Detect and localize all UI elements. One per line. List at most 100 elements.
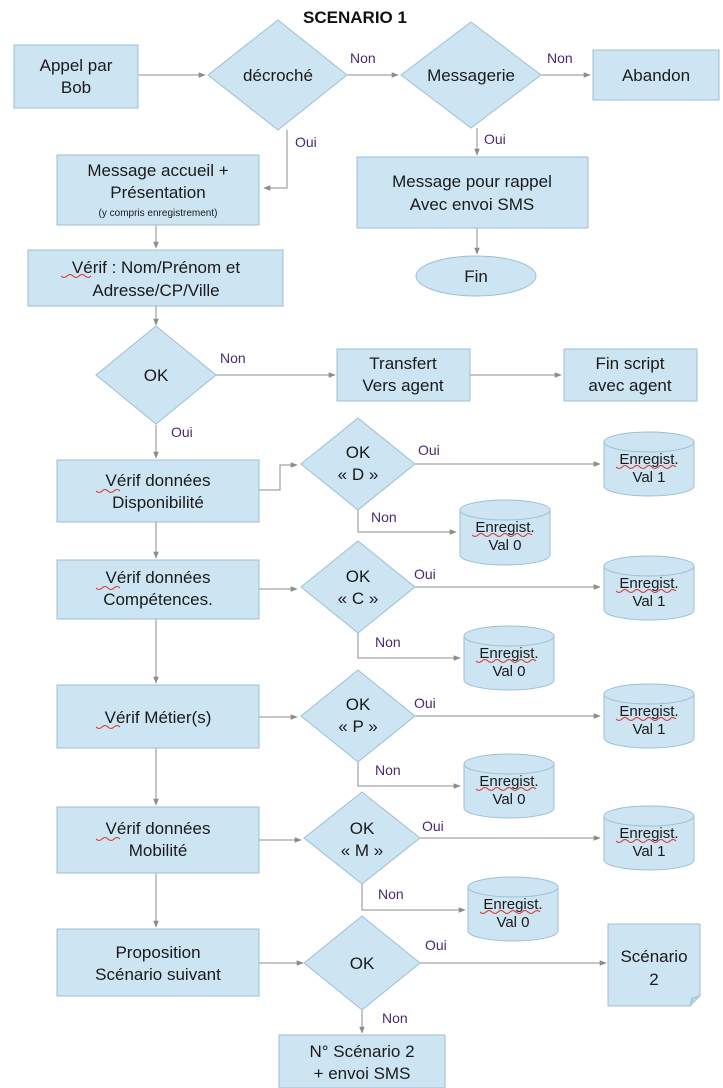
- label-non: Non: [547, 50, 573, 66]
- edge-okm-val0: [361, 884, 466, 913]
- node-ok-m-line1: OK: [350, 819, 375, 838]
- node-verif-metier: Vérif Métier(s): [56, 684, 260, 749]
- node-enreg-c-val0-line2: Val 0: [492, 663, 525, 680]
- node-enreg-d-val1: Enregist. Val 1: [603, 431, 695, 497]
- node-ok-final: OK: [303, 915, 421, 1011]
- edge-decroche-accueil: [263, 130, 288, 191]
- node-transfert: Transfert Vers agent: [336, 348, 471, 402]
- label-oui: Oui: [295, 134, 317, 150]
- node-enreg-p-val0: Enregist. Val 0: [463, 753, 555, 819]
- node-ok-m: OK « M »: [303, 791, 421, 885]
- node-verif-nom: Vérif : Nom/Prénom et Adresse/CP/Ville: [27, 249, 284, 307]
- spellcheck-underline: [95, 725, 121, 729]
- node-ok-p: OK « P »: [300, 669, 416, 763]
- node-enreg-m-val1-line1: Enregist.: [619, 825, 678, 842]
- label-oui: Oui: [171, 424, 193, 440]
- node-transfert-line1: Transfert: [369, 354, 437, 373]
- node-no-scenario: N° Scénario 2 + envoi SMS: [278, 1034, 446, 1088]
- spellcheck-underline: [475, 659, 537, 663]
- node-proposition-line2: Scénario suivant: [95, 965, 221, 984]
- node-ok-c-line1: OK: [346, 567, 371, 586]
- node-verif-comp-line2: Compétences.: [103, 590, 213, 609]
- node-rappel-line1: Message pour rappel: [392, 172, 552, 191]
- label-non: Non: [220, 350, 246, 366]
- edge-okc-val0: [357, 633, 461, 661]
- node-enreg-d-val1-line1: Enregist.: [619, 451, 678, 468]
- node-verif-comp-line1: Vérif données: [106, 568, 211, 587]
- node-enreg-c-val0: Enregist. Val 0: [463, 625, 555, 691]
- label-oui: Oui: [414, 566, 436, 582]
- node-enreg-p-val1-line2: Val 1: [632, 721, 665, 738]
- node-verif-comp: Vérif données Compétences.: [56, 559, 260, 620]
- spellcheck-underline: [615, 465, 677, 469]
- label-oui: Oui: [425, 937, 447, 953]
- label-oui: Oui: [414, 695, 436, 711]
- node-appel-line2: Bob: [61, 78, 91, 97]
- node-enreg-m-val0: Enregist. Val 0: [467, 876, 559, 942]
- node-enreg-p-val0-line2: Val 0: [492, 791, 525, 808]
- spellcheck-underline: [615, 839, 677, 843]
- node-accueil-line1: Message accueil +: [87, 161, 228, 180]
- spellcheck-underline: [60, 274, 92, 278]
- node-decroche-text: décroché: [243, 66, 313, 85]
- node-ok-p-line2: « P »: [338, 717, 377, 736]
- label-non: Non: [375, 634, 401, 650]
- edge-dispo-okd: [259, 462, 298, 491]
- spellcheck-underline: [95, 489, 121, 493]
- label-non: Non: [382, 1010, 408, 1026]
- node-ok-p-line1: OK: [346, 695, 371, 714]
- node-verif-mob-line1: Vérif données: [106, 819, 211, 838]
- node-proposition-line1: Proposition: [115, 943, 200, 962]
- node-fin-text: Fin: [464, 267, 488, 286]
- node-enreg-d-val0-line1: Enregist.: [475, 519, 534, 536]
- node-fin-script-line1: Fin script: [596, 354, 665, 373]
- node-enreg-p-val1-line1: Enregist.: [619, 703, 678, 720]
- node-scenario2-line2: 2: [649, 970, 658, 989]
- node-verif-mob: Vérif données Mobilité: [56, 806, 260, 874]
- node-accueil-line3: (y compris enregistrement): [99, 208, 218, 219]
- node-verif-dispo: Vérif données Disponibilité: [56, 459, 260, 523]
- node-fin: Fin: [415, 255, 537, 297]
- spellcheck-underline: [615, 717, 677, 721]
- node-ok-d-line2: « D »: [338, 465, 379, 484]
- node-appel: Appel par Bob: [13, 44, 139, 109]
- node-verif-nom-line1: Vérif : Nom/Prénom et: [72, 258, 240, 277]
- node-ok-m-line2: « M »: [341, 841, 384, 860]
- edges: [139, 72, 607, 1034]
- node-enreg-p-val0-line1: Enregist.: [479, 773, 538, 790]
- node-scenario2: Scénario 2: [607, 923, 701, 1007]
- node-ok-d: OK « D »: [300, 417, 416, 511]
- node-verif-mob-line2: Mobilité: [129, 841, 188, 860]
- node-ok1-text: OK: [144, 366, 169, 385]
- spellcheck-underline: [95, 837, 121, 841]
- node-enreg-c-val1-line2: Val 1: [632, 593, 665, 610]
- node-enreg-d-val1-line2: Val 1: [632, 469, 665, 486]
- node-enreg-m-val0-line1: Enregist.: [483, 896, 542, 913]
- node-no-scenario-line2: + envoi SMS: [314, 1064, 411, 1083]
- node-decroche: décroché: [207, 19, 348, 131]
- label-non: Non: [350, 50, 376, 66]
- node-ok1: OK: [95, 325, 217, 425]
- edge-labels: Non Non Oui Oui Non Oui Oui Non Oui Non …: [171, 50, 573, 1026]
- spellcheck-underline: [95, 586, 121, 590]
- node-verif-dispo-line1: Vérif données: [106, 471, 211, 490]
- node-verif-dispo-line2: Disponibilité: [112, 493, 204, 512]
- spellcheck-underline: [475, 787, 537, 791]
- node-enreg-m-val1: Enregist. Val 1: [603, 805, 695, 871]
- node-ok-c-line2: « C »: [338, 589, 379, 608]
- node-fin-script-line2: avec agent: [588, 376, 671, 395]
- spellcheck-underline: [615, 589, 677, 593]
- node-no-scenario-line1: N° Scénario 2: [309, 1042, 414, 1061]
- node-enreg-c-val0-line1: Enregist.: [479, 645, 538, 662]
- spellcheck-underline: [471, 533, 533, 537]
- label-non: Non: [375, 762, 401, 778]
- node-messagerie: Messagerie: [400, 21, 542, 129]
- node-messagerie-text: Messagerie: [427, 66, 515, 85]
- node-enreg-d-val0: Enregist. Val 0: [459, 499, 551, 566]
- node-proposition: Proposition Scénario suivant: [56, 928, 260, 997]
- node-ok-c: OK « C »: [300, 540, 416, 634]
- label-oui: Oui: [418, 442, 440, 458]
- node-fin-script: Fin script avec agent: [563, 348, 698, 402]
- node-accueil-line2: Présentation: [110, 183, 205, 202]
